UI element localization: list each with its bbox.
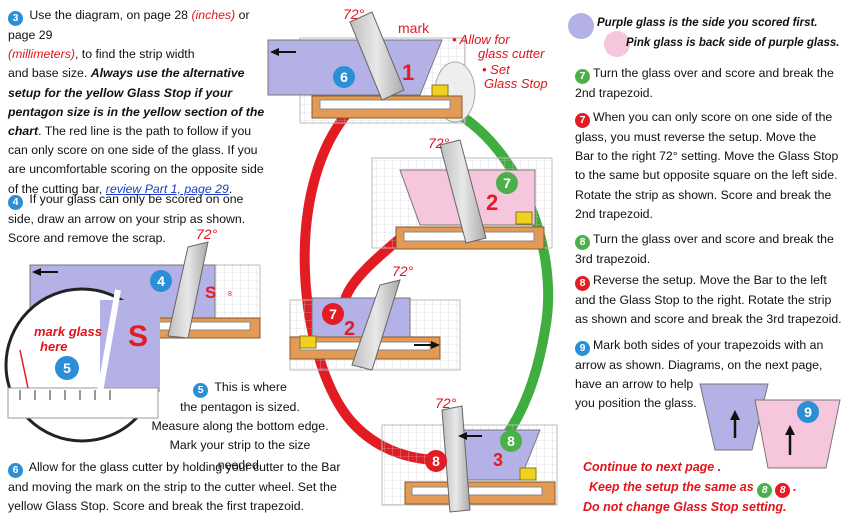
angle-label-6: 72°: [343, 6, 365, 22]
step-8r-badge: 8: [575, 276, 590, 291]
continue-line-3: Do not change Glass Stop setting.: [583, 500, 787, 514]
mark-glass-label-2: here: [40, 339, 68, 354]
angle-label-8: 72°: [435, 395, 457, 411]
step-7g-marker: 7: [496, 172, 518, 194]
step-3-badge: 3: [8, 11, 23, 26]
step-7r-badge: 7: [575, 113, 590, 128]
angle-label-7r: 72°: [392, 263, 414, 279]
set-label-1: • Set: [482, 62, 510, 77]
diagram-step-5: [4, 287, 160, 443]
diagram-step-6: [267, 11, 476, 124]
step-4-marker: 4: [150, 270, 172, 292]
diagram-step-9: [699, 383, 841, 469]
step-4-badge: 4: [8, 195, 23, 210]
allow-label-2: glass cutter: [478, 46, 545, 61]
angle-label-7g: 72°: [428, 135, 450, 151]
step-6-badge: 6: [8, 463, 23, 478]
trapezoid-1-label: 1: [402, 60, 415, 85]
step-5-badge: 5: [193, 383, 209, 398]
review-part1-link[interactable]: review Part 1, page 29: [105, 181, 229, 196]
step-8r-marker: 8: [425, 450, 447, 472]
step-6-marker: 6: [333, 66, 355, 88]
magnified-s-label: S: [128, 320, 149, 353]
step-5-text: 5 This is where the pentagon is sized. M…: [151, 380, 329, 472]
allow-label-1: • Allow for: [452, 32, 510, 47]
diagram-step-7-green: [371, 139, 553, 250]
green-path-right: [452, 107, 554, 459]
trapezoid-3-label: 3: [493, 450, 504, 470]
legend-pink: Pink glass is back side of purple glass.: [626, 37, 840, 49]
angle-label-4: 72°: [196, 226, 218, 242]
step-5-marker: 5: [55, 356, 79, 380]
millimeters-link: (millimeters): [8, 47, 75, 62]
step-3-text: 3 Use the diagram, on page 28 (inches) o…: [8, 8, 265, 196]
inches-link: (inches): [191, 8, 236, 22]
diagram-step-7-red: [289, 279, 461, 371]
mark-label: mark: [398, 20, 430, 36]
mark-glass-label-1: mark glass: [34, 324, 102, 339]
purple-swatch: [568, 13, 594, 39]
ruler-tick-8: 8: [228, 291, 232, 298]
step-8g-badge: 8: [575, 235, 590, 250]
keep-badge-8r: 8: [775, 483, 791, 498]
legend-purple: Purple glass is the side you scored firs…: [597, 17, 818, 29]
keep-badge-8g: 8: [757, 483, 773, 498]
step-7g-badge: 7: [575, 69, 590, 84]
step-9-badge: 9: [575, 341, 590, 356]
trapezoid-2-label-r: 2: [344, 318, 356, 340]
diagram-step-8: [381, 405, 558, 513]
pink-swatch: [604, 31, 630, 57]
step-6-text: 6 Allow for the glass cutter by holding …: [8, 460, 341, 514]
set-label-2: Glass Stop: [484, 76, 548, 91]
step-9-marker: 9: [797, 401, 819, 423]
step-4-text: 4 If your glass can only be scored on on…: [8, 192, 246, 246]
scrap-s-label: S: [205, 283, 217, 302]
step-8g-marker: 8: [500, 430, 522, 452]
continue-line-1: Continue to next page .: [583, 460, 722, 474]
trapezoid-2-label: 2: [486, 190, 499, 215]
step-7r-marker: 7: [322, 303, 344, 325]
